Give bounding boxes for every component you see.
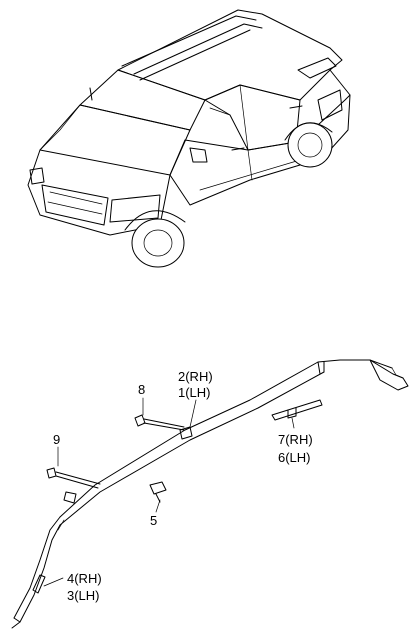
bracket-part-5 <box>149 481 167 503</box>
bolt-part-9 <box>46 467 101 489</box>
bracket-part-4-3 <box>32 574 46 594</box>
callout-8: 8 <box>138 382 145 397</box>
callout-1: 1(LH) <box>178 385 211 400</box>
bracket-part-7-6 <box>271 399 323 421</box>
curtain-airbag-assembly <box>11 359 409 629</box>
callout-9: 9 <box>53 432 60 447</box>
bolt-part-8 <box>134 414 185 431</box>
callout-3: 3(LH) <box>67 588 100 603</box>
callout-6: 6(LH) <box>278 450 311 465</box>
vehicle-illustration <box>27 9 351 268</box>
callout-7: 7(RH) <box>278 432 313 447</box>
callout-5: 5 <box>150 513 157 528</box>
callout-2: 2(RH) <box>178 369 213 384</box>
callout-4: 4(RH) <box>67 571 102 586</box>
